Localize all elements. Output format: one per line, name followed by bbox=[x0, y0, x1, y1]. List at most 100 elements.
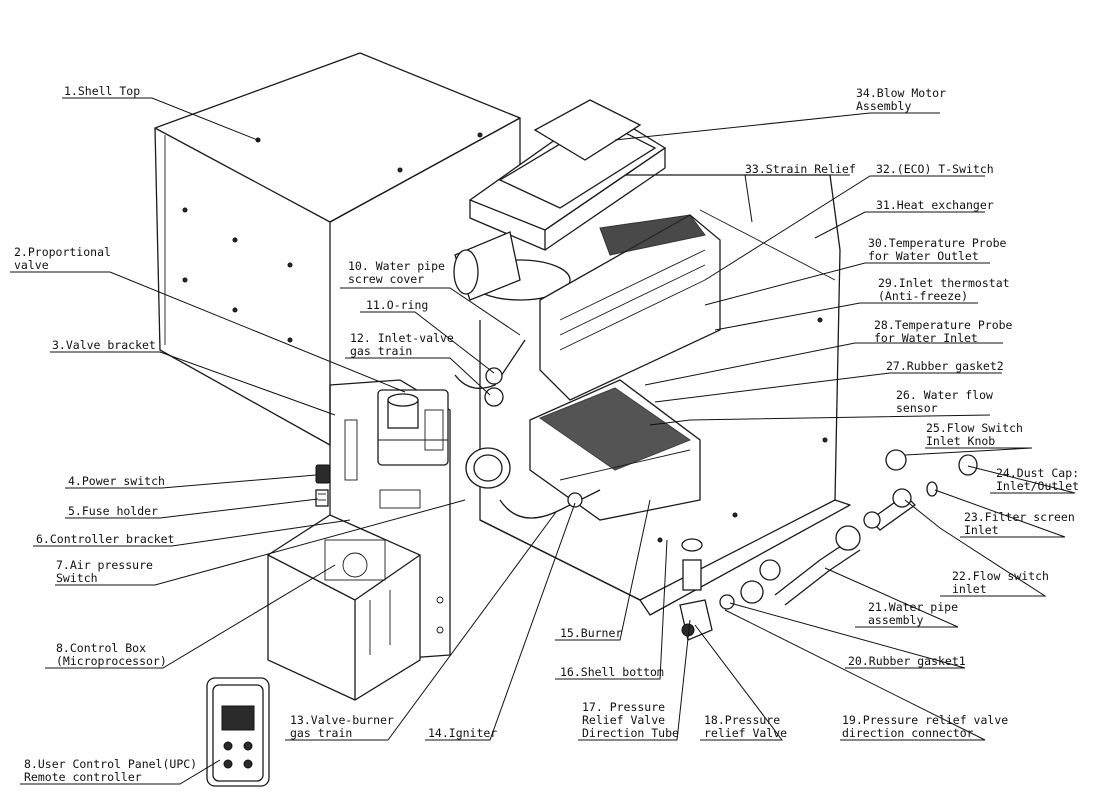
label-line: 18.Pressure bbox=[704, 713, 780, 727]
label-line: 7.Air pressure bbox=[56, 558, 153, 572]
label-line: 6.Controller bracket bbox=[36, 532, 174, 546]
label-line: 22.Flow switch bbox=[952, 569, 1049, 583]
label-line: 2.Proportional bbox=[14, 245, 111, 259]
label-shell-top: 1.Shell Top bbox=[64, 84, 140, 98]
proportional-valve-part bbox=[377, 389, 449, 466]
label-line: 34.Blow Motor bbox=[856, 86, 946, 100]
label-line: 21.Water pipe bbox=[868, 600, 958, 614]
label-line: valve bbox=[14, 258, 49, 272]
label-rubber-gasket-2: 27.Rubber gasket2 bbox=[886, 359, 1004, 373]
label-line: 12. Inlet-valve bbox=[350, 331, 454, 345]
label-line: sensor bbox=[896, 401, 938, 415]
water-pipe-assembly-part bbox=[719, 525, 861, 610]
label-line: 14.Igniter bbox=[428, 726, 497, 740]
label-controller-bracket: 6.Controller bracket bbox=[36, 532, 174, 546]
label-line: 8.User Control Panel(UPC) bbox=[24, 757, 197, 771]
remote-controller-part bbox=[206, 677, 270, 787]
air-pressure-switch-part bbox=[465, 447, 511, 489]
label-line: relief Valve bbox=[704, 726, 787, 740]
power-switch-part bbox=[315, 464, 331, 484]
label-line: Relief Valve bbox=[582, 713, 665, 727]
label-line: for Water Outlet bbox=[868, 249, 979, 263]
burner-part bbox=[529, 379, 701, 521]
leader-lines bbox=[10, 97, 1076, 785]
label-line: Assembly bbox=[856, 99, 911, 113]
label-line: inlet bbox=[952, 582, 987, 596]
label-line: 13.Valve-burner bbox=[290, 713, 394, 727]
label-rubber-gasket-1: 20.Rubber gasket1 bbox=[848, 654, 966, 668]
label-line: Remote controller bbox=[24, 770, 142, 784]
label-igniter: 14.Igniter bbox=[428, 726, 497, 740]
label-remote-controller: 8.User Control Panel(UPC)Remote controll… bbox=[24, 757, 197, 784]
label-inlet-thermostat: 29.Inlet thermostat(Anti-freeze) bbox=[878, 276, 1010, 303]
label-control-box: 8.Control Box(Microprocessor) bbox=[56, 641, 167, 668]
label-line: 30.Temperature Probe bbox=[868, 236, 1007, 250]
label-line: 11.O-ring bbox=[366, 298, 428, 312]
fuse-holder-part bbox=[315, 489, 329, 507]
label-line: direction connector bbox=[842, 726, 974, 740]
label-line: 24.Dust Cap: bbox=[996, 466, 1079, 480]
label-line: 10. Water pipe bbox=[348, 259, 445, 273]
flow-switch-inlet-part bbox=[863, 481, 938, 531]
label-line: 31.Heat exchanger bbox=[876, 198, 994, 212]
label-line: Switch bbox=[56, 571, 98, 585]
heat-exchanger-part bbox=[539, 214, 721, 401]
label-dust-cap: 24.Dust Cap:Inlet/Outlet bbox=[996, 466, 1079, 493]
label-line: 33.Strain Relief bbox=[745, 162, 856, 176]
label-line: 16.Shell bottom bbox=[560, 665, 664, 679]
label-fuse-holder: 5.Fuse holder bbox=[68, 504, 158, 518]
label-line: 17. Pressure bbox=[582, 700, 665, 714]
label-line: 20.Rubber gasket1 bbox=[848, 654, 966, 668]
label-line: 27.Rubber gasket2 bbox=[886, 359, 1004, 373]
label-power-switch: 4.Power switch bbox=[68, 474, 165, 488]
inlet-gas-train-part bbox=[454, 339, 601, 519]
label-line: 3.Valve bracket bbox=[52, 338, 156, 352]
label-strain-relief: 33.Strain Relief bbox=[745, 162, 856, 176]
label-line: 15.Burner bbox=[560, 626, 622, 640]
pressure-relief-valve-part bbox=[679, 538, 713, 641]
label-line: Inlet Knob bbox=[926, 434, 995, 448]
blower-motor-part bbox=[453, 99, 667, 301]
flow-switch-knob-part bbox=[885, 449, 907, 471]
shell-top-part bbox=[154, 52, 521, 446]
label-line: Inlet/Outlet bbox=[996, 479, 1079, 493]
label-heat-exchanger: 31.Heat exchanger bbox=[876, 198, 994, 212]
label-line: for Water Inlet bbox=[874, 331, 978, 345]
control-box-part bbox=[267, 514, 421, 701]
part-drawings bbox=[154, 52, 978, 787]
label-line: (Microprocessor) bbox=[56, 654, 167, 668]
label-line: 1.Shell Top bbox=[64, 84, 140, 98]
label-line: assembly bbox=[868, 613, 923, 627]
label-line: 4.Power switch bbox=[68, 474, 165, 488]
label-line: 32.(ECO) T-Switch bbox=[876, 162, 994, 176]
label-burner: 15.Burner bbox=[560, 626, 622, 640]
label-shell-bottom: 16.Shell bottom bbox=[560, 665, 664, 679]
label-line: screw cover bbox=[348, 272, 424, 286]
label-line: 28.Temperature Probe bbox=[874, 318, 1013, 332]
label-line: 29.Inlet thermostat bbox=[878, 276, 1010, 290]
label-line: 26. Water flow bbox=[896, 388, 993, 402]
label-line: 8.Control Box bbox=[56, 641, 146, 655]
label-line: Direction Tube bbox=[582, 726, 679, 740]
label-o-ring: 11.O-ring bbox=[366, 298, 428, 312]
label-eco-t-switch: 32.(ECO) T-Switch bbox=[876, 162, 994, 176]
label-line: 5.Fuse holder bbox=[68, 504, 158, 518]
